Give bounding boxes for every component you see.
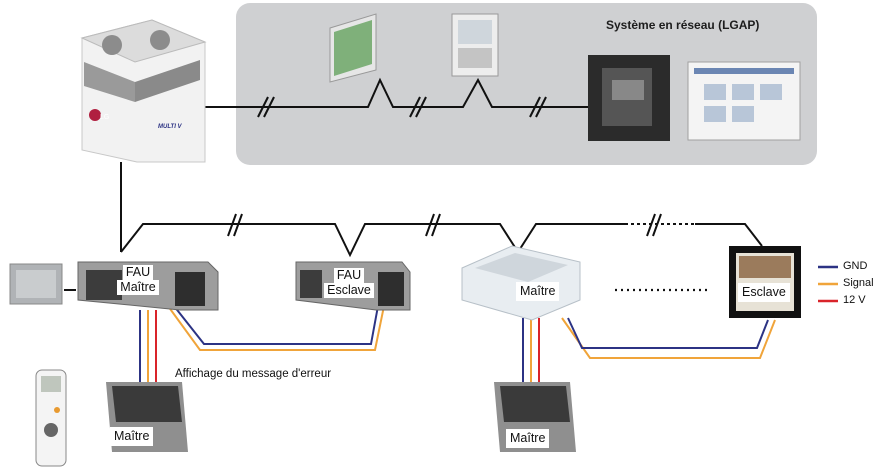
- touch-screen-controller: [329, 13, 377, 83]
- legend-12v: 12 V: [843, 294, 866, 306]
- controller-wires-left: [139, 310, 157, 382]
- fau-slave-label: FAU Esclave: [322, 268, 376, 298]
- wired-panel-left: [9, 263, 63, 305]
- wire-legend: [818, 265, 838, 303]
- fau-link-wires: [167, 305, 385, 351]
- legend-gnd: GND: [843, 260, 868, 272]
- wireless-remote: [35, 369, 67, 467]
- controller-wires-right: [522, 318, 540, 382]
- cassette-master-label: Maître: [516, 282, 560, 301]
- controller-master-label-right: Maître: [506, 429, 550, 448]
- fau-master-label: FAU Maître: [113, 265, 163, 295]
- error-message-note: Affichage du message d'erreur: [175, 368, 332, 380]
- lgap-gateway: [588, 55, 670, 141]
- network-title: Système en réseau (LGAP): [606, 18, 760, 32]
- lg-logo-mark: LG: [100, 114, 109, 121]
- indoor-bus-line: [120, 162, 763, 258]
- cassette-link-wires: [561, 317, 776, 359]
- outdoor-unit: [80, 19, 207, 163]
- legend-signal: Signal: [843, 277, 874, 289]
- multi-v-mark: MULTI V: [158, 124, 183, 130]
- wall-unit-frame: [729, 246, 801, 318]
- software-screen: [687, 61, 801, 141]
- controller-master-label-left: Maître: [110, 427, 154, 446]
- central-controller: [451, 13, 499, 77]
- network-communication-line: [205, 77, 593, 118]
- wall-slave-label: Esclave: [738, 283, 790, 302]
